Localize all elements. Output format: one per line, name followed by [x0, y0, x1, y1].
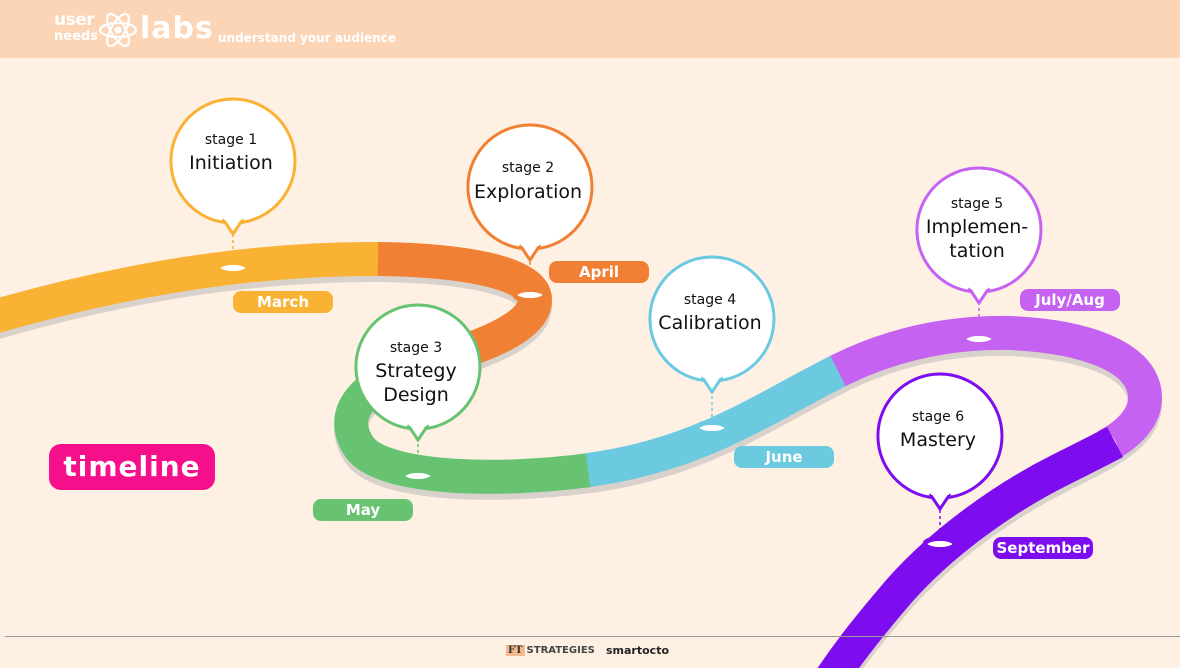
logo-word-needs: needs [54, 29, 98, 44]
stage-number: stage 4 [683, 292, 737, 308]
header-bar: user needs labs understand your audience [0, 0, 1180, 58]
road-segment-march [0, 241, 381, 333]
month-label-march: March [233, 291, 333, 313]
stage-title-line-2: tation [949, 240, 1005, 262]
pin-shape [466, 123, 594, 262]
pin-shape [876, 372, 1004, 511]
pin-shape [354, 303, 482, 442]
stage-title: Mastery [899, 429, 977, 451]
stage-5-bubble: stage 5 Implemen- tation [914, 165, 1044, 305]
stage-number: stage 6 [911, 409, 965, 425]
ft-strategies-text: STRATEGIES [526, 645, 595, 656]
atom-icon [98, 12, 138, 48]
pin-shape [915, 166, 1043, 305]
smartocto-logo: smartocto [606, 644, 670, 657]
pin-shape [648, 255, 776, 394]
road-segment-julyaug [830, 315, 1163, 466]
month-label-julyaug: July/Aug [1020, 289, 1120, 311]
month-label-april: April [549, 261, 649, 283]
month-label-june: June [734, 446, 834, 468]
stage-1-bubble: stage 1 Initiation [168, 96, 298, 236]
tagline: understand your audience [218, 31, 397, 45]
footer-divider [5, 636, 1180, 637]
stage-number: stage 5 [950, 196, 1004, 212]
stage-number: stage 1 [204, 132, 258, 148]
logo-word-user: user [54, 10, 95, 30]
stage-title: Exploration [473, 181, 583, 203]
month-label-may: May [313, 499, 413, 521]
pin-shape [169, 97, 297, 236]
stage-title-line-1: Implemen- [925, 216, 1029, 238]
stage-title: Calibration [658, 312, 762, 334]
stage-title-line-2: Design [383, 384, 449, 406]
ft-mark: FT [506, 645, 525, 656]
timeline-badge: timeline [49, 444, 215, 490]
logo-word-labs: labs [140, 11, 214, 46]
road-segment-september [817, 426, 1123, 668]
stage-number: stage 3 [389, 340, 443, 356]
user-needs-labs-logo: user needs labs [54, 10, 214, 50]
stage-number: stage 2 [501, 160, 555, 176]
month-label-september: September [993, 537, 1093, 559]
stage-6-bubble: stage 6 Mastery [875, 371, 1005, 511]
stage-2-bubble: stage 2 Exploration [465, 122, 595, 262]
stage-3-bubble: stage 3 Strategy Design [353, 302, 483, 442]
stage-title: Initiation [189, 152, 273, 174]
stage-title-line-1: Strategy [375, 360, 457, 382]
stage-4-bubble: stage 4 Calibration [647, 254, 777, 394]
